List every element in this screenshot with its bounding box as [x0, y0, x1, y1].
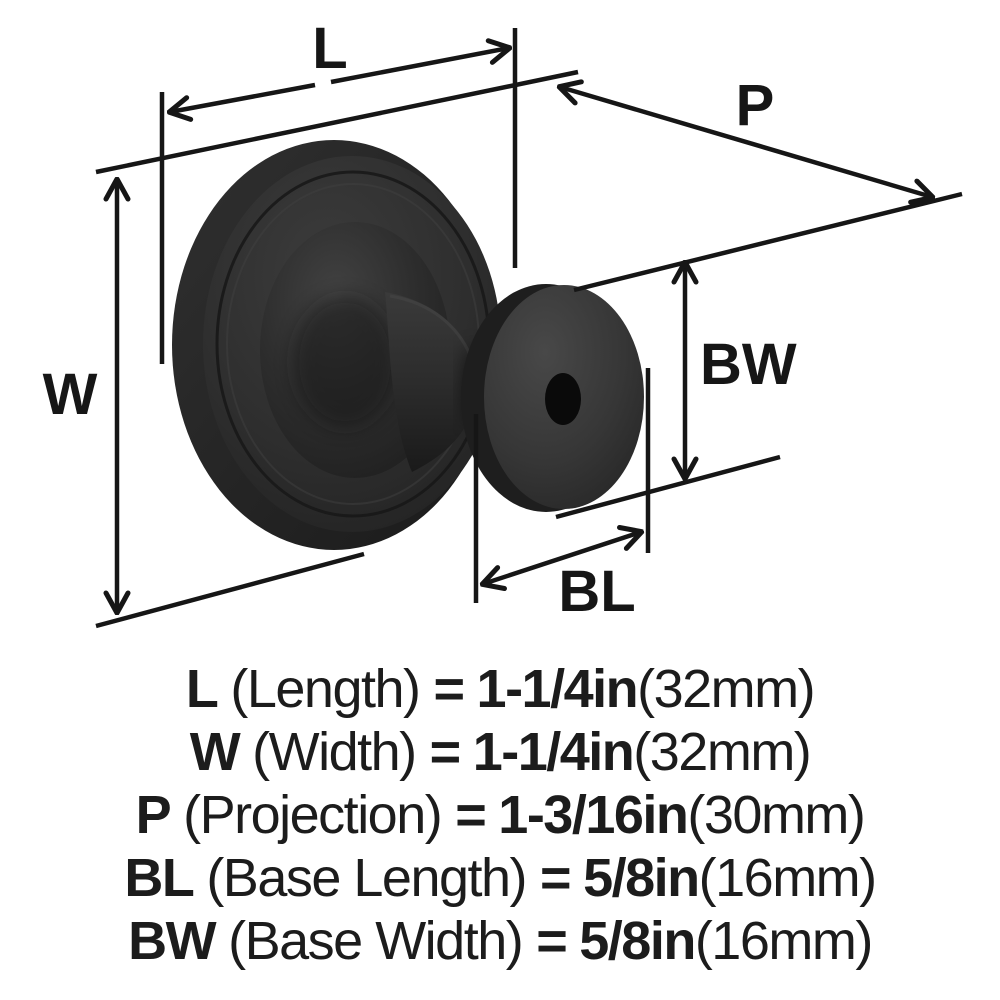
- spec-abbr: P: [135, 785, 172, 845]
- spec-metric: (16mm): [694, 911, 874, 971]
- knob-neck-highlight: [389, 294, 472, 356]
- spec-equals: =: [536, 911, 568, 971]
- spec-value: 1-1/4in: [476, 659, 639, 719]
- spec-line-projection: P(Projection)=1-3/16in(30mm): [0, 784, 1000, 847]
- spec-equals: =: [429, 722, 462, 782]
- spec-equals: =: [455, 785, 487, 845]
- backplate-bottom-tangent-line: [95, 551, 365, 629]
- dimension-callouts: [95, 28, 963, 629]
- projection-label: P: [736, 73, 775, 138]
- length-dim-line-a: [170, 82, 316, 112]
- backplate-top-tangent-line: [95, 69, 579, 175]
- spec-name: (Width): [252, 722, 417, 782]
- spec-abbr: BL: [124, 848, 194, 908]
- spec-value: 1-3/16in: [498, 785, 689, 845]
- width-label: W: [43, 362, 98, 427]
- spec-metric: (30mm): [687, 785, 866, 845]
- base-width-label: BW: [700, 332, 797, 397]
- front-bottom-tangent-line: [555, 454, 781, 520]
- projection-dimension: [560, 87, 963, 293]
- spec-line-width: W(Width)=1-1/4in(32mm): [0, 721, 1000, 784]
- spec-metric: (16mm): [698, 848, 878, 908]
- spec-abbr: BW: [128, 911, 216, 971]
- spec-legend: L(Length)=1-1/4in(32mm) W(Width)=1-1/4in…: [0, 658, 1000, 973]
- projection-dim-line: [560, 87, 932, 197]
- spec-line-base-length: BL(Base Length)=5/8in(16mm): [0, 847, 1000, 910]
- spec-value: 1-1/4in: [472, 722, 635, 782]
- length-dim-line-b: [330, 48, 509, 85]
- length-label: L: [312, 16, 347, 81]
- spec-line-base-width: BW(Base Width)=5/8in(16mm): [0, 910, 1000, 973]
- spec-value: 5/8in: [583, 848, 700, 908]
- spec-name: (Base Width): [228, 911, 524, 971]
- spec-equals: =: [433, 659, 466, 719]
- spec-line-length: L(Length)=1-1/4in(32mm): [0, 658, 1000, 721]
- spec-name: (Length): [230, 659, 421, 719]
- knob-neck: [385, 292, 472, 472]
- width-dimension: [95, 180, 365, 629]
- spec-metric: (32mm): [633, 722, 812, 782]
- base-length-label: BL: [558, 559, 635, 624]
- spec-metric: (32mm): [637, 659, 816, 719]
- knob-illustration: [172, 140, 644, 550]
- knob-dome-shadow: [293, 296, 397, 428]
- front-top-tangent-line: [573, 191, 963, 293]
- spec-equals: =: [540, 848, 572, 908]
- base-length-dim-line: [483, 532, 641, 584]
- knob-screw-hole: [545, 373, 581, 425]
- spec-value: 5/8in: [579, 911, 696, 971]
- base-width-dimension: [555, 263, 781, 520]
- spec-abbr: L: [185, 659, 219, 719]
- spec-abbr: W: [189, 722, 241, 782]
- spec-name: (Base Length): [206, 848, 527, 908]
- base-length-dimension: [473, 368, 651, 603]
- length-dimension: [159, 28, 518, 364]
- spec-name: (Projection): [183, 785, 443, 845]
- knob-diagram: L W P BW BL: [43, 16, 963, 629]
